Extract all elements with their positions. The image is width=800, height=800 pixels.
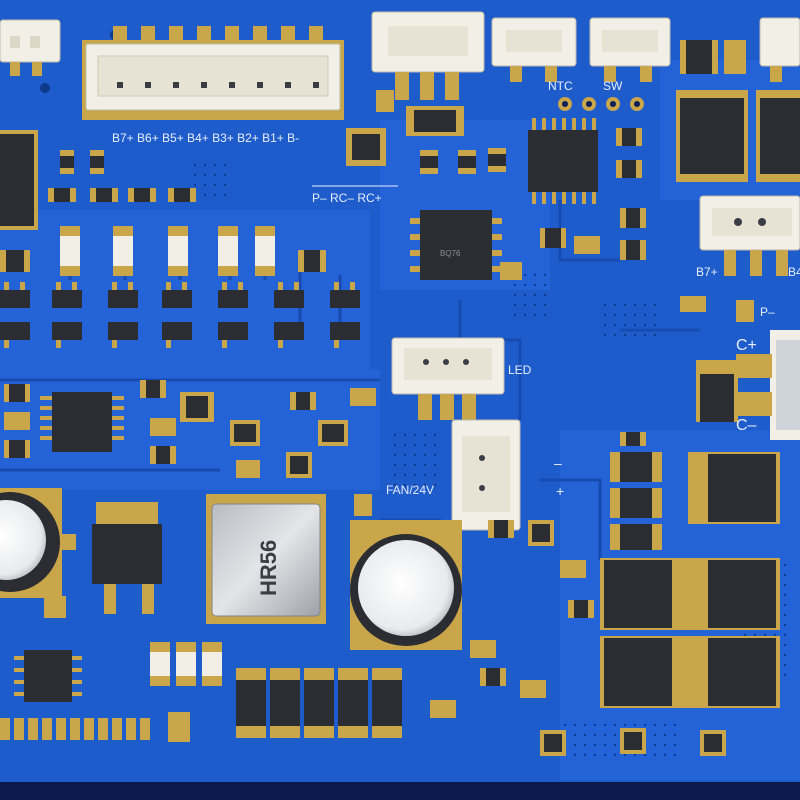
smd-passives-center (488, 40, 746, 280)
inductor-label: HR56 (256, 540, 281, 596)
jst-connector-top-right (759, 17, 800, 82)
ntc-connector (491, 17, 577, 82)
b7-connector (699, 195, 800, 276)
electrolytic-cap-left (0, 488, 76, 598)
c-plus-label: C+ (736, 337, 757, 354)
ntc-label: NTC (548, 79, 573, 93)
test-points (558, 97, 644, 111)
cell-tap-labels: B7+ B6+ B5+ B4+ B3+ B2+ B1+ B- (112, 131, 299, 145)
svg-text:BQ76: BQ76 (440, 249, 461, 258)
b4-label: B4 (788, 265, 800, 279)
soic-chip-bottom-left (14, 650, 82, 702)
b7-label: B7+ (696, 265, 718, 279)
smd-passives-bottom-left (44, 596, 222, 742)
led-label: LED (508, 363, 532, 377)
smd-passives-left (4, 380, 376, 478)
balance-resistors (0, 226, 326, 276)
voltage-regulator (92, 502, 162, 614)
smd-passives-bottom-center (354, 432, 726, 756)
charge-port-block (696, 330, 800, 440)
current-sense-resistors (610, 452, 662, 550)
soic-chip-left (40, 392, 124, 452)
led-connector (391, 337, 505, 420)
fan-minus-label: – (554, 455, 562, 471)
discharge-mosfets (600, 452, 780, 708)
bottom-pin-header (0, 718, 150, 740)
inductor-hr56: HR56 (206, 494, 326, 624)
resistor-row (48, 150, 196, 202)
power-mosfets-top-right (676, 90, 800, 182)
sw-label: SW (603, 79, 623, 93)
electrolytic-cap-center (350, 520, 462, 650)
jst-connector-top-left (0, 19, 61, 76)
fan-connector (451, 419, 521, 531)
fan-plus-label: + (556, 483, 564, 499)
balance-mosfet-array (0, 282, 360, 348)
p-rc-label: P– RC– RC+ (312, 191, 382, 205)
power-inductor-left (0, 130, 38, 230)
balance-connector-8pin (82, 26, 344, 120)
p-minus-label: P– (760, 305, 775, 319)
capacitor-cluster-mid (346, 90, 476, 174)
fan-label: FAN/24V (386, 483, 434, 497)
sw-connector (589, 17, 671, 82)
c-minus-label: C– (736, 417, 757, 434)
jst-connector-top-center (371, 11, 485, 100)
afe-ic: BQ76 (410, 210, 502, 280)
mcu-chip (528, 118, 598, 204)
shunt-resistors (236, 668, 402, 738)
